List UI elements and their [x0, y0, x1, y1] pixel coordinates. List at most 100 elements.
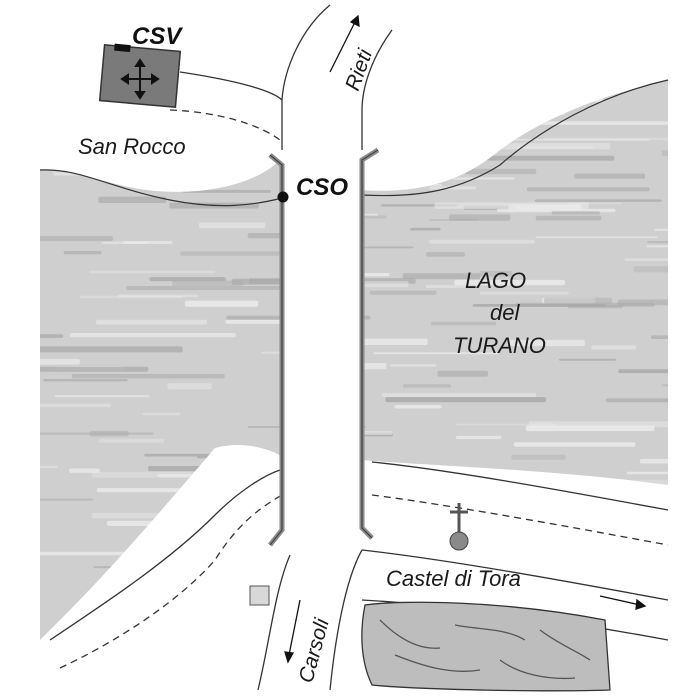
water-streak — [631, 500, 668, 503]
water-streak — [552, 593, 595, 595]
water-streak — [167, 80, 325, 81]
water-streak — [148, 466, 289, 472]
water-streak — [425, 284, 468, 289]
water-streak — [285, 215, 387, 219]
water-streak — [605, 398, 668, 403]
water-streak — [373, 352, 499, 355]
water-streak — [305, 596, 390, 599]
water-streak — [40, 403, 112, 408]
water-streak — [335, 127, 424, 130]
water-streak — [449, 214, 511, 221]
water-streak — [300, 600, 334, 607]
road-carsoli-left — [257, 554, 291, 691]
water-streak — [130, 630, 187, 635]
san-rocco-label: San Rocco — [78, 134, 186, 159]
water-streak — [402, 384, 452, 388]
water-streak — [205, 476, 260, 483]
rieti-label: Rieti — [341, 45, 377, 94]
water-streak — [25, 659, 113, 663]
water-streak — [526, 187, 650, 192]
water-streak — [200, 509, 369, 514]
arrow-carsoli-icon — [284, 651, 295, 664]
path-south-west — [59, 494, 283, 669]
lake-label-line3: TURANO — [453, 333, 546, 358]
water-streak — [558, 358, 617, 361]
water-streak — [525, 425, 655, 432]
water-streak — [204, 583, 237, 587]
water-streak — [108, 118, 141, 124]
water-streak — [509, 97, 604, 102]
water-streak — [486, 155, 615, 161]
water-streak — [430, 321, 497, 326]
water-streak — [69, 468, 100, 473]
road-east-shore — [371, 461, 669, 511]
water-streak — [40, 551, 169, 556]
water-streak — [429, 186, 477, 190]
water-streak — [661, 150, 668, 156]
water-streak — [261, 351, 350, 354]
road-csv — [179, 71, 283, 101]
water-streak — [196, 456, 278, 459]
water-streak — [408, 499, 449, 502]
water-streak — [279, 273, 390, 277]
water-streak — [456, 423, 555, 426]
water-streak — [89, 270, 216, 274]
water-streak — [254, 475, 358, 480]
water-streak — [516, 146, 595, 149]
water-streak — [98, 196, 167, 203]
water-streak — [624, 258, 668, 262]
water-streak — [225, 319, 348, 324]
water-streak — [454, 279, 565, 286]
water-streak — [247, 233, 311, 239]
water-streak — [507, 339, 585, 347]
water-streak — [40, 359, 80, 365]
water-streak — [89, 657, 187, 663]
water-streak — [479, 291, 569, 295]
water-streak — [338, 213, 378, 216]
water-streak — [146, 170, 216, 177]
water-streak — [283, 338, 428, 345]
water-streak — [113, 114, 197, 121]
water-streak — [120, 644, 191, 647]
water-streak — [40, 366, 149, 372]
water-streak — [182, 189, 271, 193]
water-streak — [29, 679, 62, 682]
water-streak — [200, 480, 343, 487]
water-streak — [123, 241, 173, 244]
water-streak — [479, 270, 513, 277]
water-streak — [378, 479, 442, 483]
water-streak — [529, 499, 663, 505]
road-carsoli-right — [329, 549, 363, 691]
road-castel-upper — [361, 549, 669, 601]
water-streak — [287, 125, 349, 129]
water-streak — [96, 488, 230, 493]
rock-outcrop — [361, 601, 611, 692]
water-streak — [513, 577, 640, 583]
water-streak — [654, 499, 668, 503]
cso-label: CSO — [296, 174, 348, 201]
water-streak — [535, 236, 658, 239]
water-streak — [505, 553, 541, 559]
water-streak — [410, 227, 441, 231]
water-streak — [149, 277, 226, 282]
water-streak — [281, 507, 435, 513]
water-streak — [40, 124, 85, 131]
water-streak — [98, 438, 165, 443]
water-streak — [172, 280, 244, 286]
water-streak — [65, 111, 122, 115]
water-streak — [221, 114, 312, 120]
water-streak — [418, 108, 566, 115]
water-streak — [237, 151, 283, 155]
water-streak — [91, 471, 258, 478]
bridge — [268, 147, 380, 547]
water-streak — [654, 228, 668, 232]
water-streak — [551, 211, 600, 215]
water-streak — [54, 395, 150, 398]
water-streak — [319, 124, 456, 126]
water-streak — [402, 273, 481, 280]
water-streak — [43, 379, 128, 382]
water-streak — [674, 548, 700, 552]
water-streak — [95, 319, 207, 325]
